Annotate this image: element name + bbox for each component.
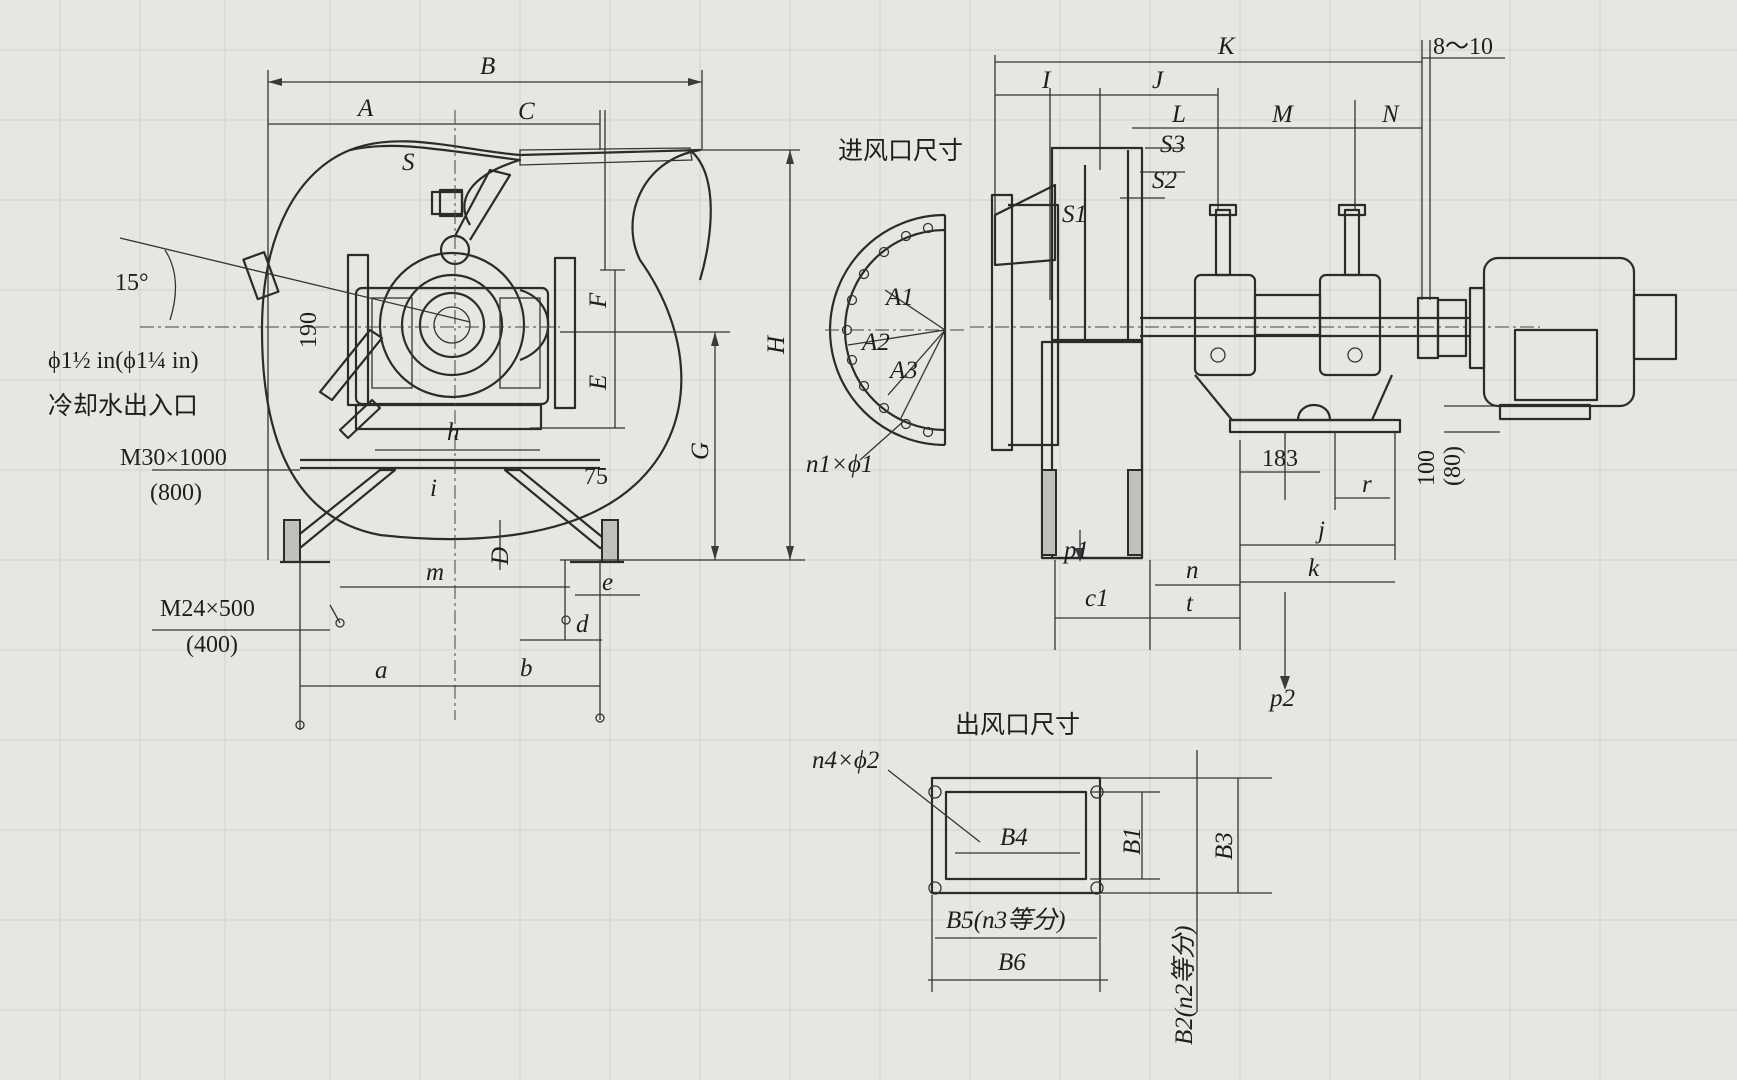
label-gap-8-10: 8～10: [1433, 34, 1493, 60]
label-K: K: [1217, 33, 1236, 60]
label-a: a: [375, 657, 388, 684]
label-L: L: [1171, 101, 1186, 128]
label-G: G: [687, 442, 714, 460]
label-S1: S1: [1062, 201, 1087, 228]
label-p1: p1: [1062, 537, 1089, 564]
label-k: k: [1308, 555, 1320, 582]
label-i: i: [430, 475, 437, 502]
label-p2: p2: [1268, 685, 1295, 712]
label-B3: B3: [1211, 832, 1238, 860]
outlet-flange-view: [887, 750, 1272, 1012]
label-M: M: [1271, 101, 1294, 128]
label-J: J: [1152, 67, 1165, 94]
label-e: e: [602, 569, 613, 596]
title-inlet-dimensions: 进风口尺寸: [838, 136, 963, 165]
label-E: E: [585, 375, 612, 391]
label-r: r: [1362, 471, 1372, 498]
label-S3: S3: [1160, 131, 1185, 158]
inlet-bolt-holes: [841, 222, 934, 438]
label-A3: A3: [888, 357, 918, 384]
label-I: I: [1041, 67, 1052, 94]
inlet-flange-view: [825, 213, 965, 461]
label-A2: A2: [860, 329, 890, 356]
label-F: F: [585, 292, 612, 309]
note-bolt-m30: M30×1000: [120, 445, 227, 471]
label-n1-phi1: n1×ϕ1: [806, 451, 873, 478]
label-b: b: [520, 655, 533, 682]
label-B6: B6: [998, 949, 1026, 976]
label-t: t: [1186, 590, 1194, 617]
label-75: 75: [584, 464, 608, 490]
label-n: n: [1186, 557, 1199, 584]
label-B5: B5(n3等分): [946, 906, 1065, 934]
label-B: B: [480, 53, 495, 80]
label-S2: S2: [1152, 167, 1177, 194]
label-B1: B1: [1119, 827, 1146, 855]
label-d: d: [576, 611, 589, 638]
note-pipe-size: ϕ1½ in(ϕ1¼ in): [48, 348, 199, 374]
label-190: 190: [296, 312, 322, 348]
label-D: D: [487, 547, 514, 566]
label-c1: c1: [1085, 585, 1109, 612]
label-angle-15: 15°: [115, 270, 149, 296]
front-view: [119, 70, 805, 730]
note-cooling-water: 冷却水出入口: [48, 391, 198, 420]
note-bolt-m24: M24×500: [160, 596, 255, 622]
label-N: N: [1381, 101, 1400, 128]
note-bolt-m24-alt: (400): [186, 632, 238, 658]
side-view: [970, 40, 1678, 690]
label-183: 183: [1262, 446, 1298, 472]
label-B2: B2(n2等分): [1170, 926, 1198, 1045]
label-A: A: [356, 95, 374, 122]
title-outlet-dimensions: 出风口尺寸: [955, 710, 1080, 739]
label-H: H: [763, 334, 790, 355]
label-n4-phi2: n4×ϕ2: [812, 747, 879, 774]
label-C: C: [518, 98, 535, 125]
label-A1: A1: [884, 284, 914, 311]
label-S: S: [402, 149, 415, 176]
label-h: h: [447, 419, 460, 446]
label-100: 100: [1414, 450, 1440, 486]
label-80: (80): [1440, 446, 1466, 486]
label-B4: B4: [1000, 824, 1028, 851]
label-j: j: [1315, 517, 1325, 544]
label-m: m: [426, 559, 444, 586]
note-bolt-m30-alt: (800): [150, 480, 202, 506]
